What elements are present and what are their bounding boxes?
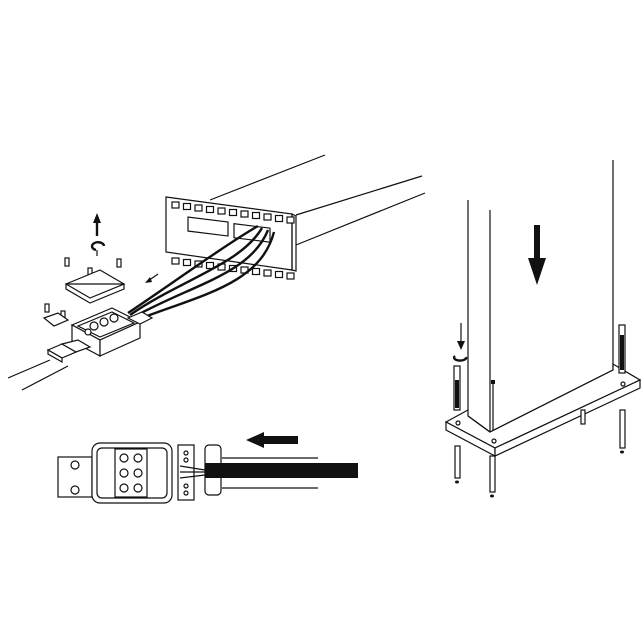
gasket-hole: [251, 267, 261, 276]
junction-box-top-view: [57, 442, 358, 504]
rotate-icon: [90, 241, 106, 256]
gasket-hole: [217, 207, 226, 215]
gasket-hole: [274, 214, 284, 223]
cable-clamp: [42, 312, 70, 327]
beam: [209, 154, 426, 246]
gasket-hole: [251, 211, 261, 220]
input-cable: [7, 339, 92, 391]
wires: [127, 224, 276, 323]
gasket-plate: [165, 196, 297, 280]
gasket-hole: [240, 210, 249, 218]
base-plate: [444, 362, 642, 457]
gasket-hole: [228, 208, 238, 217]
gasket-hole: [182, 258, 192, 267]
insert-arrow-icon: [246, 432, 298, 448]
gasket-hole: [274, 270, 284, 279]
gasket-hole: [286, 272, 295, 280]
gasket-hole: [263, 213, 272, 221]
junction-box: [70, 307, 154, 358]
gasket-hole: [205, 261, 215, 270]
gasket-hole: [205, 205, 215, 214]
gasket-hole: [171, 257, 180, 265]
anchors: [454, 409, 626, 498]
bolts: [453, 324, 626, 430]
gasket-hole: [171, 201, 180, 209]
lift-arrow-icon: [93, 213, 101, 236]
box-cover: [64, 269, 126, 304]
gasket-hole: [194, 204, 203, 212]
gasket-hole: [263, 269, 272, 277]
screw-arrow-icon: [452, 323, 468, 362]
direction-arrow-icon: [145, 273, 159, 283]
drop-arrow-icon: [528, 225, 546, 285]
gasket-hole: [286, 216, 295, 224]
gasket-hole: [182, 202, 192, 211]
